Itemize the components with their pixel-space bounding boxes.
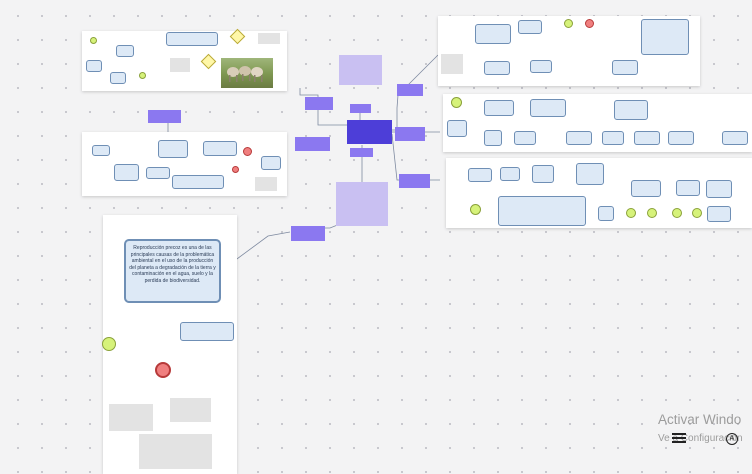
start-event[interactable]: [672, 208, 682, 218]
end-event[interactable]: [232, 166, 239, 173]
main-problem-text: Reproducción precoz es una de las princi…: [129, 245, 216, 284]
task-node[interactable]: [530, 60, 552, 73]
activation-watermark-subtitle: Ve a Configuración: [658, 433, 743, 444]
task-node[interactable]: [166, 32, 218, 46]
branch-label[interactable]: [350, 104, 371, 113]
start-event[interactable]: [470, 204, 481, 215]
task-node[interactable]: [598, 206, 614, 221]
branch-label-right[interactable]: [399, 174, 430, 188]
task-node[interactable]: [116, 45, 134, 57]
menu-lines-icon[interactable]: [672, 433, 686, 444]
branch-label-right[interactable]: [395, 127, 425, 141]
central-node-tag[interactable]: [350, 148, 373, 157]
central-node[interactable]: [347, 120, 392, 144]
task-node[interactable]: [532, 165, 554, 183]
task-node[interactable]: [261, 156, 281, 170]
comment-note[interactable]: [258, 33, 280, 44]
start-event[interactable]: [626, 208, 636, 218]
task-node[interactable]: [566, 131, 592, 145]
task-node[interactable]: [706, 180, 732, 198]
task-node[interactable]: [146, 167, 170, 179]
task-node[interactable]: [500, 167, 520, 181]
task-node[interactable]: [576, 163, 604, 185]
start-event[interactable]: [90, 37, 97, 44]
task-node[interactable]: [722, 131, 748, 145]
task-node[interactable]: [498, 196, 586, 226]
cattle-image-icon: [227, 66, 263, 82]
comment-note[interactable]: [139, 434, 212, 469]
start-event[interactable]: [564, 19, 573, 28]
end-event[interactable]: [243, 147, 252, 156]
start-event[interactable]: [102, 337, 116, 351]
task-node[interactable]: [114, 164, 139, 181]
branch-label-right[interactable]: [397, 84, 423, 96]
accessibility-icon[interactable]: A: [726, 433, 738, 445]
branch-label-top[interactable]: [305, 97, 333, 110]
comment-note[interactable]: [441, 54, 463, 74]
task-node[interactable]: [468, 168, 492, 182]
task-node[interactable]: [518, 20, 542, 34]
task-node[interactable]: [475, 24, 511, 44]
task-node[interactable]: [614, 100, 648, 120]
task-node[interactable]: [707, 206, 731, 222]
comment-note[interactable]: [170, 58, 190, 72]
task-node[interactable]: [631, 180, 661, 197]
task-node[interactable]: [612, 60, 638, 75]
task-node[interactable]: [602, 131, 624, 145]
start-event[interactable]: [647, 208, 657, 218]
task-node[interactable]: [484, 100, 514, 116]
description-note[interactable]: [336, 182, 388, 226]
subtask[interactable]: [180, 322, 234, 341]
start-event[interactable]: [451, 97, 462, 108]
task-node[interactable]: [668, 131, 694, 145]
task-node[interactable]: [172, 175, 224, 189]
task-node[interactable]: [484, 61, 510, 75]
end-event[interactable]: [155, 362, 171, 378]
activation-watermark-title: Activar Windo: [658, 412, 742, 427]
branch-label-bottom[interactable]: [291, 226, 325, 241]
start-event[interactable]: [692, 208, 702, 218]
end-event[interactable]: [585, 19, 594, 28]
task-node[interactable]: [641, 19, 689, 55]
branch-label-mid[interactable]: [295, 137, 330, 151]
task-node[interactable]: [86, 60, 102, 72]
task-node[interactable]: [203, 141, 237, 156]
comment-note[interactable]: [255, 177, 277, 191]
task-node[interactable]: [110, 72, 126, 84]
comment-note[interactable]: [170, 398, 211, 422]
photo-thumbnail[interactable]: [221, 58, 273, 88]
task-node[interactable]: [634, 131, 660, 145]
task-node[interactable]: [92, 145, 110, 156]
task-node[interactable]: [514, 131, 536, 145]
info-note[interactable]: [339, 55, 382, 85]
task-node[interactable]: [530, 99, 566, 117]
task-node[interactable]: [676, 180, 700, 196]
task-node[interactable]: [447, 120, 467, 137]
task-node[interactable]: [158, 140, 188, 158]
start-event[interactable]: [139, 72, 146, 79]
panel-label[interactable]: [148, 110, 181, 123]
task-node[interactable]: [484, 130, 502, 146]
comment-note[interactable]: [109, 404, 153, 431]
main-problem-task[interactable]: Reproducción precoz es una de las princi…: [124, 239, 221, 303]
